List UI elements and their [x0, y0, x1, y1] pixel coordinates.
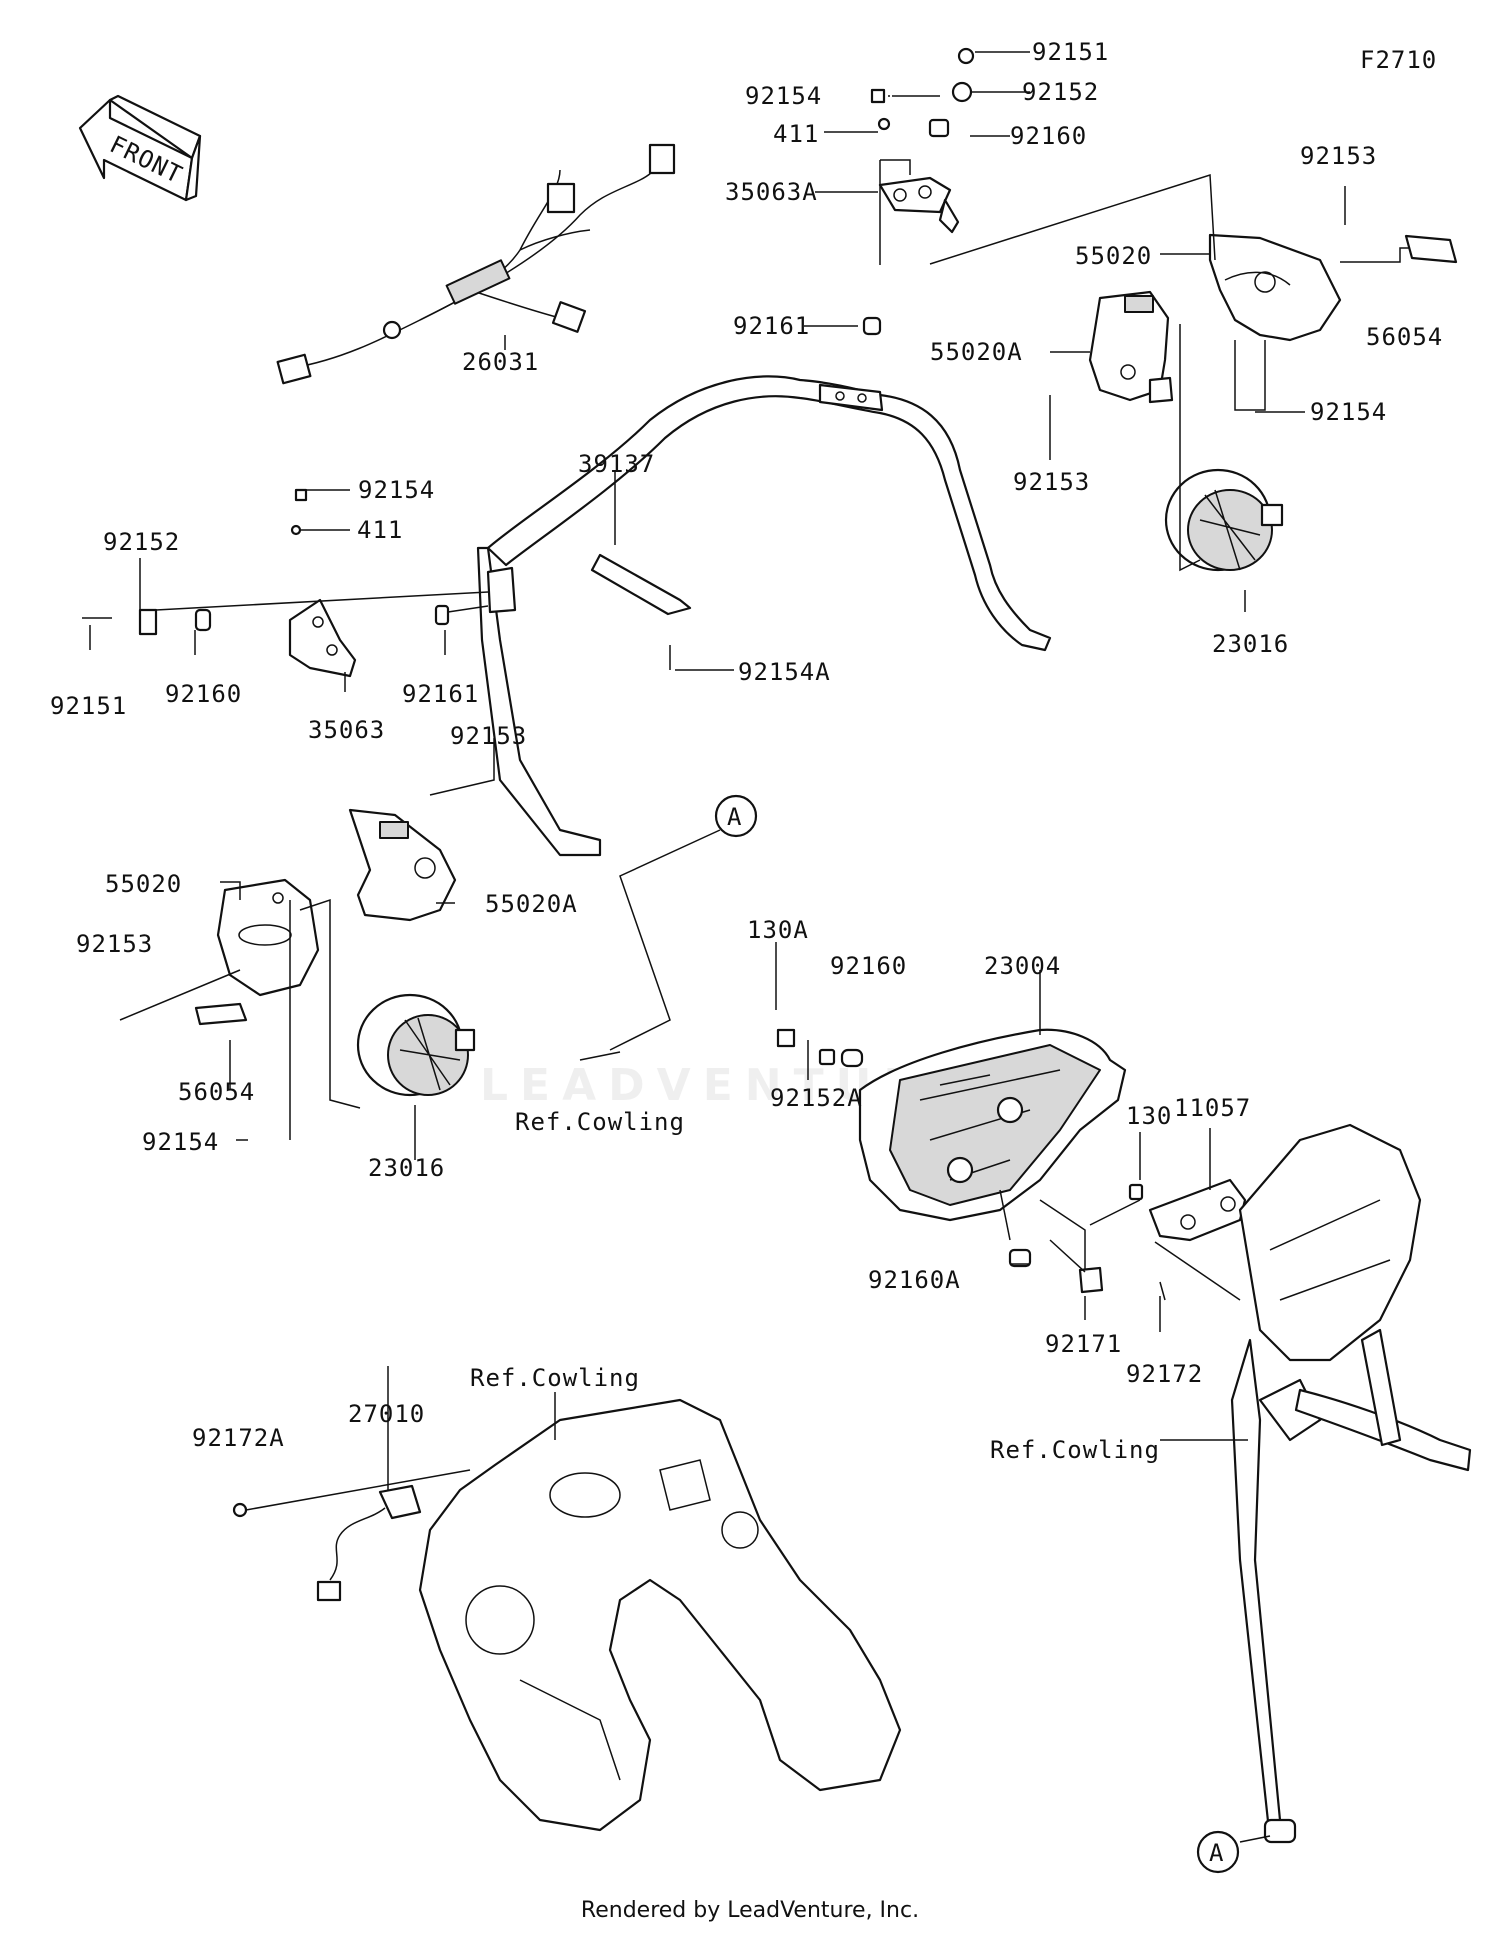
callout-label: 92151 — [1032, 38, 1109, 66]
callout-label: 27010 — [348, 1400, 425, 1428]
callout-label: 55020 — [105, 870, 182, 898]
callout-label: 39137 — [578, 450, 655, 478]
callout-label: 56054 — [1366, 323, 1443, 351]
callout-label: 92153 — [450, 722, 527, 750]
callout-label: 411 — [357, 516, 403, 544]
callout-label: Ref.Cowling — [990, 1436, 1160, 1464]
callout-label: 92154 — [745, 82, 822, 110]
switch-27010 — [232, 1484, 422, 1602]
callout-label: 23004 — [984, 952, 1061, 980]
callout-label: 26031 — [462, 348, 539, 376]
callout-label: 92154A — [738, 658, 831, 686]
callout-label: 92152 — [103, 528, 180, 556]
right-lamp-23016 — [1164, 468, 1284, 572]
left-bracket-35063 — [82, 488, 450, 678]
front-arrow-icon: FRONT — [78, 94, 202, 202]
callout-label: 92161 — [402, 680, 479, 708]
callout-label: 92161 — [733, 312, 810, 340]
callout-label: 35063A — [725, 178, 818, 206]
right-cover-55020 — [1208, 233, 1342, 342]
callout-label: Ref.Cowling — [515, 1108, 685, 1136]
callout-label: 55020A — [485, 890, 578, 918]
front-frame — [1230, 1123, 1472, 1844]
callout-label: 92151 — [50, 692, 127, 720]
callout-label: 92160A — [868, 1266, 961, 1294]
callout-label: 92154 — [358, 476, 435, 504]
callout-label: 56054 — [178, 1078, 255, 1106]
callout-label: 92160 — [1010, 122, 1087, 150]
callout-label: 92154 — [1310, 398, 1387, 426]
callout-label: 130 — [1126, 1102, 1172, 1130]
callout-label: 92172A — [192, 1424, 285, 1452]
left-lamp-23016 — [356, 993, 476, 1097]
left-reflector-56054 — [194, 1002, 248, 1026]
callout-label: 92153 — [1013, 468, 1090, 496]
callout-label: 92152 — [1022, 78, 1099, 106]
diagram-code: F2710 — [1360, 46, 1437, 74]
bracket-35063A — [862, 47, 975, 336]
callout-label: 92152A — [770, 1084, 863, 1112]
callout-label: 55020A — [930, 338, 1023, 366]
callout-label: 130A — [747, 916, 809, 944]
callout-label: 92153 — [1300, 142, 1377, 170]
callout-label: 11057 — [1174, 1094, 1251, 1122]
callout-label: 23016 — [1212, 630, 1289, 658]
callout-label: 23016 — [368, 1154, 445, 1182]
ref-marker-a-top: A — [714, 794, 758, 838]
callout-label: 92160 — [165, 680, 242, 708]
leader-lines — [89, 51, 1410, 1843]
bracket-11057 — [1078, 1178, 1247, 1301]
callout-label: 92171 — [1045, 1330, 1122, 1358]
callout-label: 92154 — [142, 1128, 219, 1156]
callout-label: 92153 — [76, 930, 153, 958]
callout-label: 92160 — [830, 952, 907, 980]
callout-label: 411 — [773, 120, 819, 148]
inner-cowling — [418, 1398, 902, 1832]
callout-label: 92172 — [1126, 1360, 1203, 1388]
left-cover-55020 — [216, 878, 320, 997]
callout-labels: 92151 92152 92154 92160 411 35063A 92153… — [50, 38, 1443, 1464]
wiring-harness-26031 — [276, 143, 676, 385]
frame-bar-39137 — [476, 375, 1052, 857]
footer-credit: Rendered by LeadVenture, Inc. — [580, 1898, 920, 1923]
svg-text:A: A — [1209, 1839, 1224, 1867]
left-bracket-55020A — [348, 808, 457, 922]
right-reflector-56054 — [1404, 234, 1458, 264]
ref-marker-a-bottom: A — [1196, 1830, 1240, 1874]
callout-label: Ref.Cowling — [470, 1364, 640, 1392]
callout-label: 55020 — [1075, 242, 1152, 270]
svg-text:A: A — [727, 803, 742, 831]
callout-label: 35063 — [308, 716, 385, 744]
headlight-assembly-23004 — [776, 1028, 1127, 1268]
right-bracket-55020A — [1088, 290, 1174, 404]
